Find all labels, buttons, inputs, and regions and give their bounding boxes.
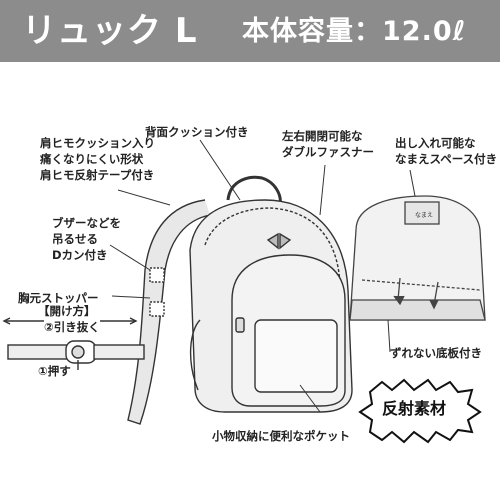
product-title: リュック L [22, 11, 198, 51]
reflective-burst-icon [358, 378, 482, 444]
callout-line: 肩ヒモクッション入り [40, 136, 155, 150]
callout-lines [109, 139, 416, 413]
callout-line: 肩ヒモ反射テープ付き [40, 168, 155, 182]
name-tag-text: なまえ [415, 212, 434, 219]
zipper-callout: 左右開閉可能な ダブルファスナー [282, 128, 374, 160]
callout-line: ブザーなどを [52, 216, 121, 230]
callout-line: なまえスペース付き [395, 152, 498, 166]
header-bar: リュック L 本体容量：12.0ℓ [0, 0, 500, 62]
callout-line: 吊るせる [52, 232, 98, 246]
callout-line: 出し入れ可能な [395, 136, 476, 150]
reflective-label: 反射素材 [382, 399, 447, 418]
d-ring-callout: ブザーなどを 吊るせる Dカン付き [52, 215, 121, 263]
step1-label: ①押す [38, 364, 71, 378]
pocket-callout: 小物収納に便利なポケット [212, 429, 350, 443]
backpack-illustration [127, 175, 353, 425]
capacity-label: 本体容量：12.0ℓ [242, 16, 467, 47]
chest-stopper-callout: 胸元ストッパー [18, 291, 99, 305]
how-to-open-label: 【開け方】 [38, 304, 96, 318]
callout-line: 左右開閉可能な [282, 129, 363, 143]
shoulder-strap-callout: 肩ヒモクッション入り 痛くなりにくい形状 肩ヒモ反射テープ付き [40, 135, 155, 183]
callout-line: 痛くなりにくい形状 [40, 152, 144, 166]
bottom-board-callout: ずれない底板付き [390, 346, 482, 360]
buckle-illustration [2, 317, 145, 370]
step2-label: ②引き抜く [44, 319, 100, 335]
callout-line: Dカン付き [52, 248, 108, 262]
product-illustration [2, 139, 486, 444]
back-cushion-callout: 背面クッション付き [145, 125, 249, 139]
name-pocket-illustration [349, 195, 486, 321]
callout-line: ダブルファスナー [282, 145, 374, 159]
name-space-callout: 出し入れ可能な なまえスペース付き [395, 135, 497, 167]
